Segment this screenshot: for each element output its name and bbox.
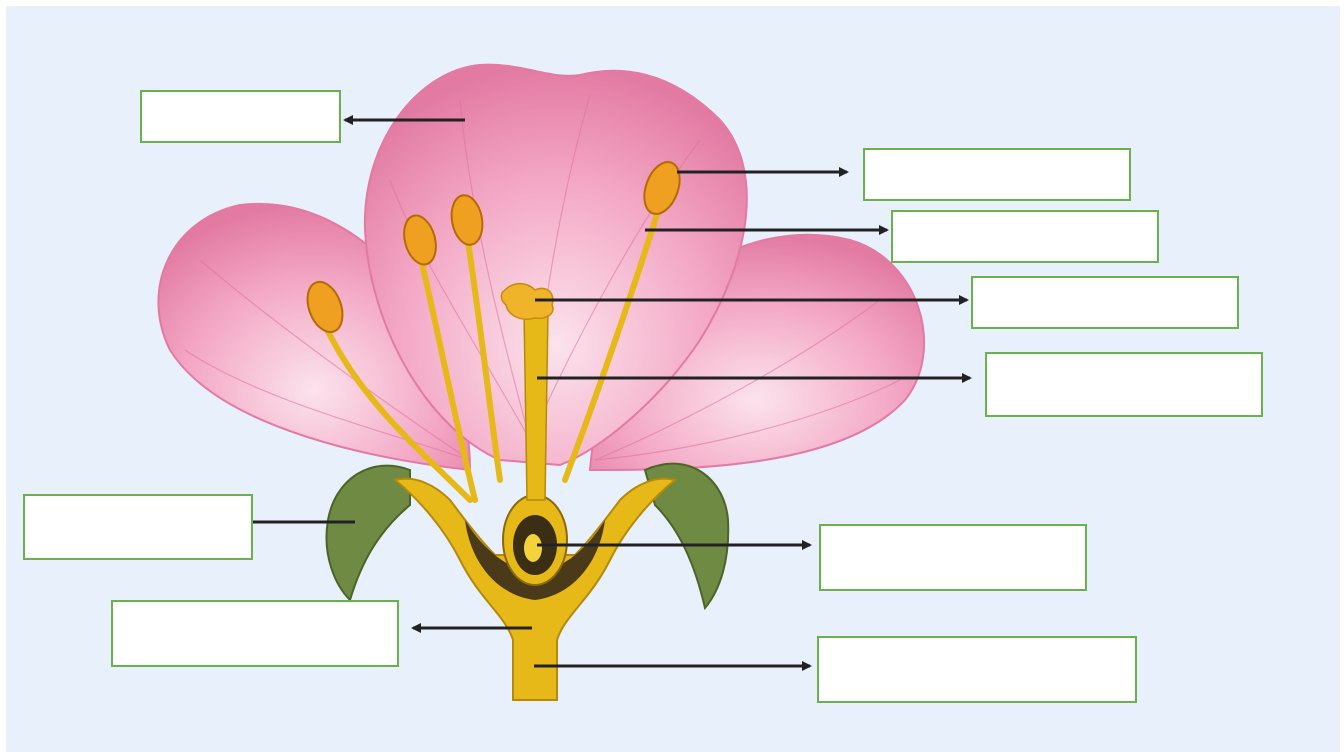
label-box-petal[interactable] (140, 90, 341, 143)
label-box-stalk[interactable] (817, 636, 1137, 703)
label-box-receptacle[interactable] (111, 600, 399, 667)
sepal-left (327, 466, 410, 600)
label-box-style[interactable] (985, 352, 1263, 417)
label-box-anther[interactable] (863, 148, 1131, 201)
label-box-filament[interactable] (891, 210, 1159, 263)
ovule (524, 534, 542, 562)
label-box-stigma[interactable] (971, 276, 1239, 329)
label-box-ovule[interactable] (819, 524, 1087, 591)
label-box-sepal[interactable] (23, 494, 253, 560)
style (524, 310, 548, 500)
